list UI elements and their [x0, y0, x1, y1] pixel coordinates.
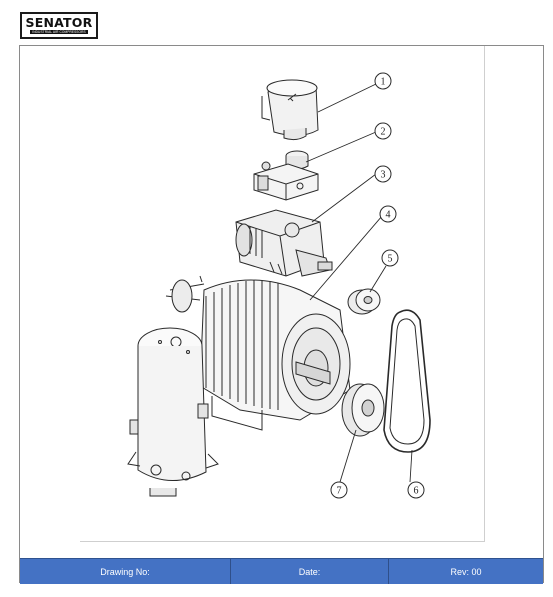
logo-tagline: INDUSTRIAL AIR COMPRESSORS: [30, 30, 88, 34]
callout-3-label: 3: [381, 170, 386, 181]
frame-inner-rule-horizontal: [80, 541, 485, 542]
callout-7-label: 7: [337, 486, 342, 497]
air-receiver-tank: [127, 327, 219, 497]
callout-5-label: 5: [388, 254, 393, 265]
compressor-pulley-part: [341, 383, 385, 437]
callout-4-label: 4: [386, 210, 391, 221]
air-end-part: [235, 209, 333, 277]
motor-pulley-part: [347, 288, 381, 315]
callout-markers: [330, 72, 425, 499]
frame-inner-rule-vertical: [484, 46, 485, 542]
electric-motor-part: [165, 275, 351, 431]
intake-valve-part: [253, 150, 319, 201]
callout-leaders: [305, 83, 413, 483]
callout-2-label: 2: [381, 127, 386, 138]
exploded-compressor-drawing: 1 2 3 4 5 6 7: [127, 72, 431, 499]
drawing-number-field: Drawing No:: [20, 559, 231, 584]
title-block-footer: Drawing No: Date: Rev: 00: [20, 558, 543, 584]
drive-belt-part: [383, 309, 431, 453]
senator-logo: SENATOR INDUSTRIAL AIR COMPRESSORS: [20, 12, 98, 39]
revision-field: Rev: 00: [450, 566, 482, 577]
logo-brand: SENATOR: [25, 15, 93, 30]
callout-1-label: 1: [381, 77, 386, 88]
air-filter-part: [261, 79, 319, 141]
callout-6-label: 6: [414, 486, 419, 497]
date-field: Date:: [231, 559, 389, 584]
